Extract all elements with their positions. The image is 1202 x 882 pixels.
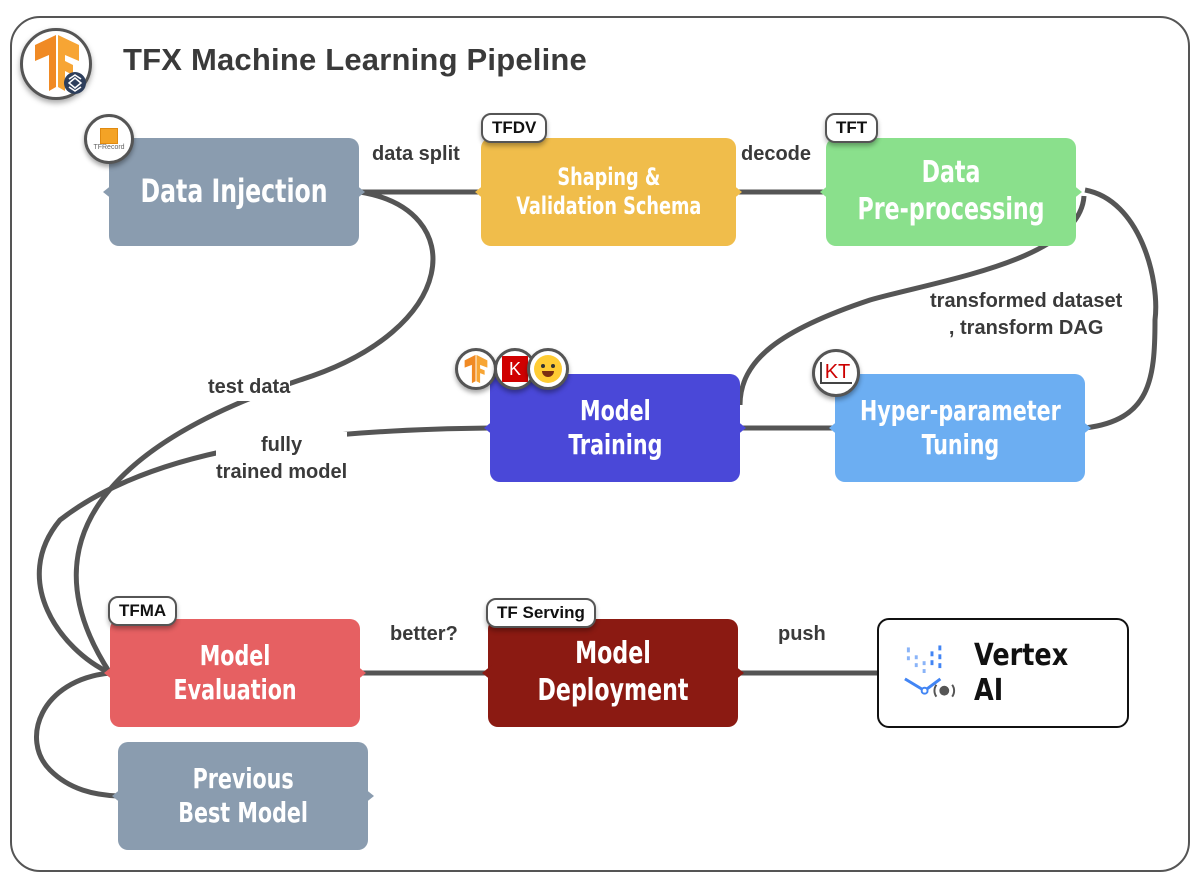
hf-face	[534, 355, 562, 383]
edge-label-decode: decode	[741, 141, 812, 168]
node-model-evaluation[interactable]: Model Evaluation	[110, 619, 360, 727]
vertex-ai-icon	[904, 645, 956, 698]
node-label: Model Evaluation	[173, 638, 297, 706]
badge-tft: TFT	[825, 113, 879, 143]
badge-tfdv: TFDV	[481, 113, 548, 143]
tf-glyph	[464, 354, 488, 384]
tfx-logo	[20, 28, 92, 100]
node-label: Previous Best Model	[178, 761, 308, 829]
node-data-injection[interactable]: Data Injection	[109, 138, 359, 246]
edge-label-fully-trained: fully trained model	[216, 432, 348, 486]
node-label: Data Pre-processing	[857, 155, 1045, 227]
tfrecord-cube	[100, 127, 118, 144]
node-model-deployment[interactable]: Model Deployment	[488, 619, 738, 727]
edge-label-transformed: transformed dataset , transform DAG	[930, 288, 1123, 342]
node-previous-best-model[interactable]: Previous Best Model	[118, 742, 368, 850]
edge-label-data-split: data split	[372, 141, 460, 168]
node-label: Model Training	[567, 393, 663, 461]
huggingface-icon	[527, 348, 569, 390]
edge-label-push: push	[778, 621, 826, 648]
tfrecord-text: TFRecord	[93, 143, 125, 151]
node-vertex-ai[interactable]: Vertex AI	[877, 618, 1129, 728]
node-hyperparameter-tuning[interactable]: Hyper-parameter Tuning	[835, 374, 1085, 482]
node-label: Model Deployment	[537, 636, 689, 708]
edge-previous-to-evaluation	[34, 670, 119, 799]
badge-tfma: TFMA	[108, 596, 178, 626]
node-data-preprocessing[interactable]: Data Pre-processing	[826, 138, 1076, 246]
page-title: TFX Machine Learning Pipeline	[123, 42, 587, 77]
kerastuner-icon: KT	[812, 349, 860, 397]
edge-preprocessing-to-tuning	[1084, 187, 1159, 431]
tfrecord-icon: TFRecord	[84, 114, 134, 164]
node-shaping-validation[interactable]: Shaping & Validation Schema	[481, 138, 736, 246]
edge-label-test-data: test data	[208, 374, 291, 401]
keras-icon: K	[494, 348, 536, 390]
node-label: Shaping & Validation Schema	[515, 162, 702, 220]
tensorflow-icon	[455, 348, 497, 390]
edge-label-better: better?	[390, 621, 458, 648]
kt-text: KT	[819, 362, 853, 384]
edge-training-to-evaluation	[36, 425, 491, 676]
vertex-ai-label: Vertex AI	[973, 638, 1069, 708]
node-label: Data Injection	[140, 172, 328, 211]
badge-tf-serving: TF Serving	[486, 598, 596, 628]
node-model-training[interactable]: Model Training	[490, 374, 740, 482]
tensorflow-logo-icon	[35, 35, 86, 94]
keras-letter: K	[502, 356, 528, 382]
node-label: Hyper-parameter Tuning	[859, 393, 1061, 461]
